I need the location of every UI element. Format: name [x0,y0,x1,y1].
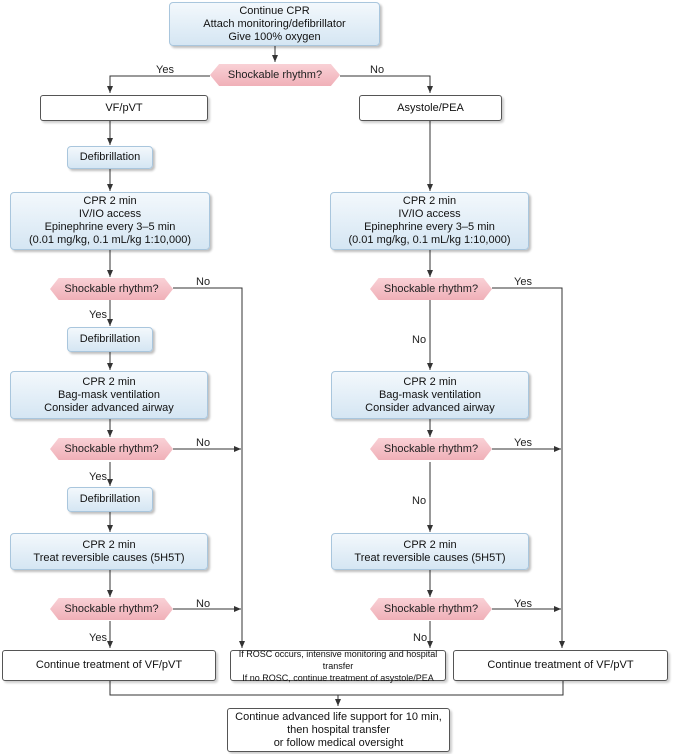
left-shockable-decision-1: Shockable rhythm? [50,278,173,300]
left-cpr-box-1: CPR 2 min IV/IO access Epinephrine every… [10,192,210,250]
left-shockable-decision-3: Shockable rhythm? [50,598,173,620]
right-cpr-box-3: CPR 2 min Treat reversible causes (5H5T) [331,533,529,570]
right-cpr-box-2: CPR 2 min Bag-mask ventilation Consider … [331,371,529,419]
right-dec3-yes: Yes [514,598,532,610]
left-cpr2-line-2: Bag-mask ventilation [57,388,161,401]
top-shockable-decision: Shockable rhythm? [210,64,340,86]
right-shockable-decision-2: Shockable rhythm? [370,438,492,460]
right-cpr2-line-3: Consider advanced airway [365,401,495,414]
left-defibrillation-2: Defibrillation [67,327,153,352]
left-cpr2-line-3: Consider advanced airway [44,401,174,414]
bottom-box: Continue advanced life support for 10 mi… [227,708,450,752]
right-final-box: Continue treatment of VF/pVT [453,650,668,681]
left-cpr-box-3: CPR 2 min Treat reversible causes (5H5T) [10,533,208,570]
start-line-3: Give 100% oxygen [228,30,321,43]
right-cpr3-line-2: Treat reversible causes (5H5T) [354,551,506,564]
right-cpr3-line-1: CPR 2 min [403,538,457,551]
left-cpr1-line-3: Epinephrine every 3–5 min [44,221,176,233]
left-dec2-yes: Yes [89,471,107,483]
right-cpr2-line-2: Bag-mask ventilation [378,388,482,401]
middle-rosc-box: If ROSC occurs, intensive monitoring and… [230,648,446,683]
left-cpr1-line-4: (0.01 mg/kg, 0.1 mL/kg 1:10,000) [28,234,192,246]
right-dec2-no: No [412,495,427,507]
top-no-label: No [370,64,385,76]
bottom-line-1: Continue advanced life support for 10 mi… [235,710,442,723]
right-cpr-box-1: CPR 2 min IV/IO access Epinephrine every… [330,192,529,250]
start-box: Continue CPR Attach monitoring/defibrill… [169,2,380,46]
right-dec1-no: No [412,334,427,346]
left-defibrillation-1: Defibrillation [67,146,153,169]
right-dec3-no: No [413,632,428,644]
middle-line-2: If no ROSC, continue treatment of asysto… [242,672,434,683]
left-final-box: Continue treatment of VF/pVT [2,650,216,681]
left-dec2-no: No [196,437,211,449]
right-dec2-yes: Yes [514,437,532,449]
left-rhythm-box: VF/pVT [40,95,208,121]
bottom-line-2: then hospital transfer [287,723,390,736]
left-dec1-no: No [196,276,211,288]
left-cpr1-line-1: CPR 2 min [83,195,137,207]
left-defibrillation-3: Defibrillation [67,487,153,512]
left-cpr-box-2: CPR 2 min Bag-mask ventilation Consider … [10,371,208,419]
start-line-1: Continue CPR [239,4,310,17]
right-cpr1-line-2: IV/IO access [398,208,461,220]
left-dec3-yes: Yes [89,632,107,644]
start-line-2: Attach monitoring/defibrillator [203,17,346,30]
bottom-line-3: or follow medical oversight [273,736,404,749]
right-rhythm-box: Asystole/PEA [359,95,502,121]
left-dec1-yes: Yes [89,309,107,321]
right-cpr1-line-4: (0.01 mg/kg, 0.1 mL/kg 1:10,000) [348,234,511,246]
left-dec3-no: No [196,598,211,610]
right-cpr1-line-3: Epinephrine every 3–5 min [364,221,495,233]
left-cpr3-line-1: CPR 2 min [82,538,136,551]
left-cpr1-line-2: IV/IO access [78,208,142,220]
right-shockable-decision-3: Shockable rhythm? [370,598,492,620]
top-yes-label: Yes [156,64,174,76]
right-cpr2-line-1: CPR 2 min [403,375,457,388]
right-shockable-decision-1: Shockable rhythm? [370,278,492,300]
middle-line-1: If ROSC occurs, intensive monitoring and… [238,648,438,671]
left-shockable-decision-2: Shockable rhythm? [50,438,173,460]
right-cpr1-line-1: CPR 2 min [402,195,457,207]
left-cpr3-line-2: Treat reversible causes (5H5T) [33,551,185,564]
right-dec1-yes: Yes [514,276,532,288]
left-cpr2-line-1: CPR 2 min [82,375,136,388]
